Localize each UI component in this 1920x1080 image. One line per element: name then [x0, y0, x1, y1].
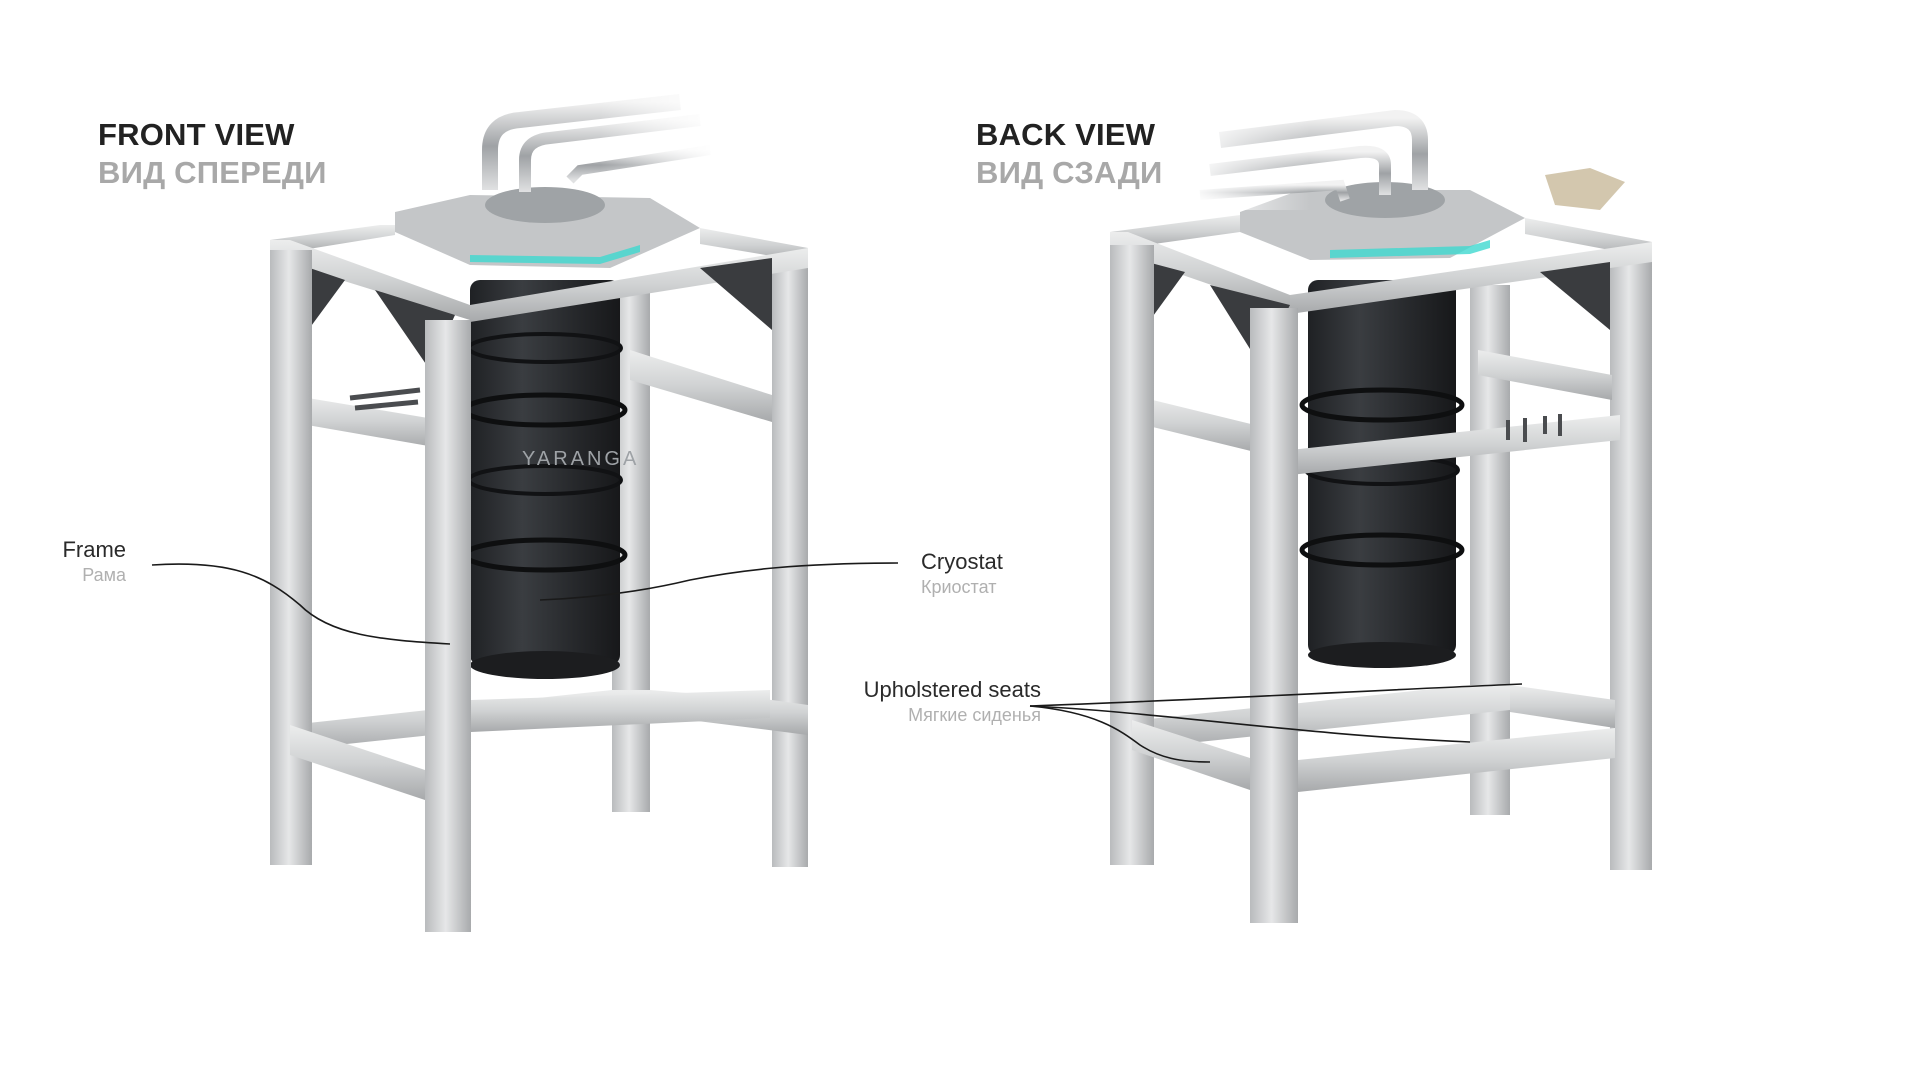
frame-back-leg [1610, 245, 1652, 870]
frame-front-leg [425, 320, 471, 932]
top-flange-front [395, 80, 720, 268]
back-view-title: BACK VIEW ВИД СЗАДИ [976, 116, 1162, 192]
frame-rail [1478, 350, 1612, 400]
flange-glow [470, 245, 640, 264]
frame-rail [630, 350, 772, 422]
leader-lines [151, 562, 1523, 763]
cryostat-ring [1299, 532, 1465, 568]
frame-top [270, 240, 470, 320]
frame-rail [1132, 395, 1255, 452]
cable-hooks [1506, 414, 1562, 442]
flange-center [1325, 182, 1445, 218]
front-view-illustration: YARANGA [270, 80, 808, 932]
cryostat-bottom [1308, 642, 1456, 668]
flange-plate [395, 195, 700, 268]
leader-line-seats-3 [1029, 705, 1211, 763]
cryostat-ring [1299, 387, 1465, 423]
callout-frame: Frame Рама [62, 536, 126, 587]
callout-seats-label: Upholstered seats [863, 677, 1041, 702]
frame-rail [290, 395, 440, 448]
leader-line-cryostat [539, 562, 899, 601]
cable-bundle [349, 387, 421, 411]
frame-gusset [1540, 262, 1610, 330]
cryo-pipe [1219, 109, 1428, 190]
frame-front-leg [270, 250, 312, 865]
flange-center [485, 187, 605, 223]
frame-rail [471, 690, 770, 732]
frame-rail [1510, 685, 1615, 728]
callout-seats-sublabel: Мягкие сиденья [908, 705, 1041, 725]
frame-rail [1298, 728, 1615, 792]
front-view-title-en: FRONT VIEW [98, 117, 295, 152]
frame-rail [1140, 685, 1510, 748]
frame-top [1290, 242, 1652, 314]
back-view-title-en: BACK VIEW [976, 117, 1156, 152]
frame-top [1110, 232, 1290, 312]
frame-gusset [700, 258, 772, 330]
flange-plate [1240, 190, 1525, 260]
leader-line-frame [151, 563, 451, 645]
cryostat-front: YARANGA [462, 280, 639, 679]
front-view-title: FRONT VIEW ВИД СПЕРЕДИ [98, 116, 327, 192]
frame-front-leg [1110, 245, 1154, 865]
frame-back-leg [772, 252, 808, 867]
cryo-pipe [482, 94, 681, 190]
callout-seats: Upholstered seats Мягкие сиденья [841, 676, 1041, 727]
cryostat-back [1299, 280, 1465, 668]
frame-rail [290, 725, 425, 800]
callout-frame-sublabel: Рама [82, 565, 126, 585]
cryostat-bottom [470, 651, 620, 679]
cryo-pipe [519, 114, 701, 192]
top-flange-back [1190, 100, 1625, 260]
leader-line-seats-1 [1029, 683, 1523, 707]
frame-front-leg [1250, 308, 1298, 923]
cryostat-logo: YARANGA [522, 448, 639, 470]
cryo-pipe [1209, 145, 1391, 195]
leader-line-seats-2 [1029, 705, 1471, 743]
callout-cryostat: Cryostat Криостат [921, 548, 1003, 599]
callout-cryostat-sublabel: Криостат [921, 577, 997, 597]
frame-rail [1132, 720, 1250, 790]
frame-rail [1290, 415, 1620, 475]
flange-glow [1330, 240, 1490, 258]
front-view-title-ru: ВИД СПЕРЕДИ [98, 155, 327, 190]
callout-frame-label: Frame [62, 537, 126, 562]
cable-connector [1545, 168, 1625, 210]
back-view-illustration [1110, 100, 1652, 923]
callout-cryostat-label: Cryostat [921, 549, 1003, 574]
back-view-title-ru: ВИД СЗАДИ [976, 155, 1163, 190]
